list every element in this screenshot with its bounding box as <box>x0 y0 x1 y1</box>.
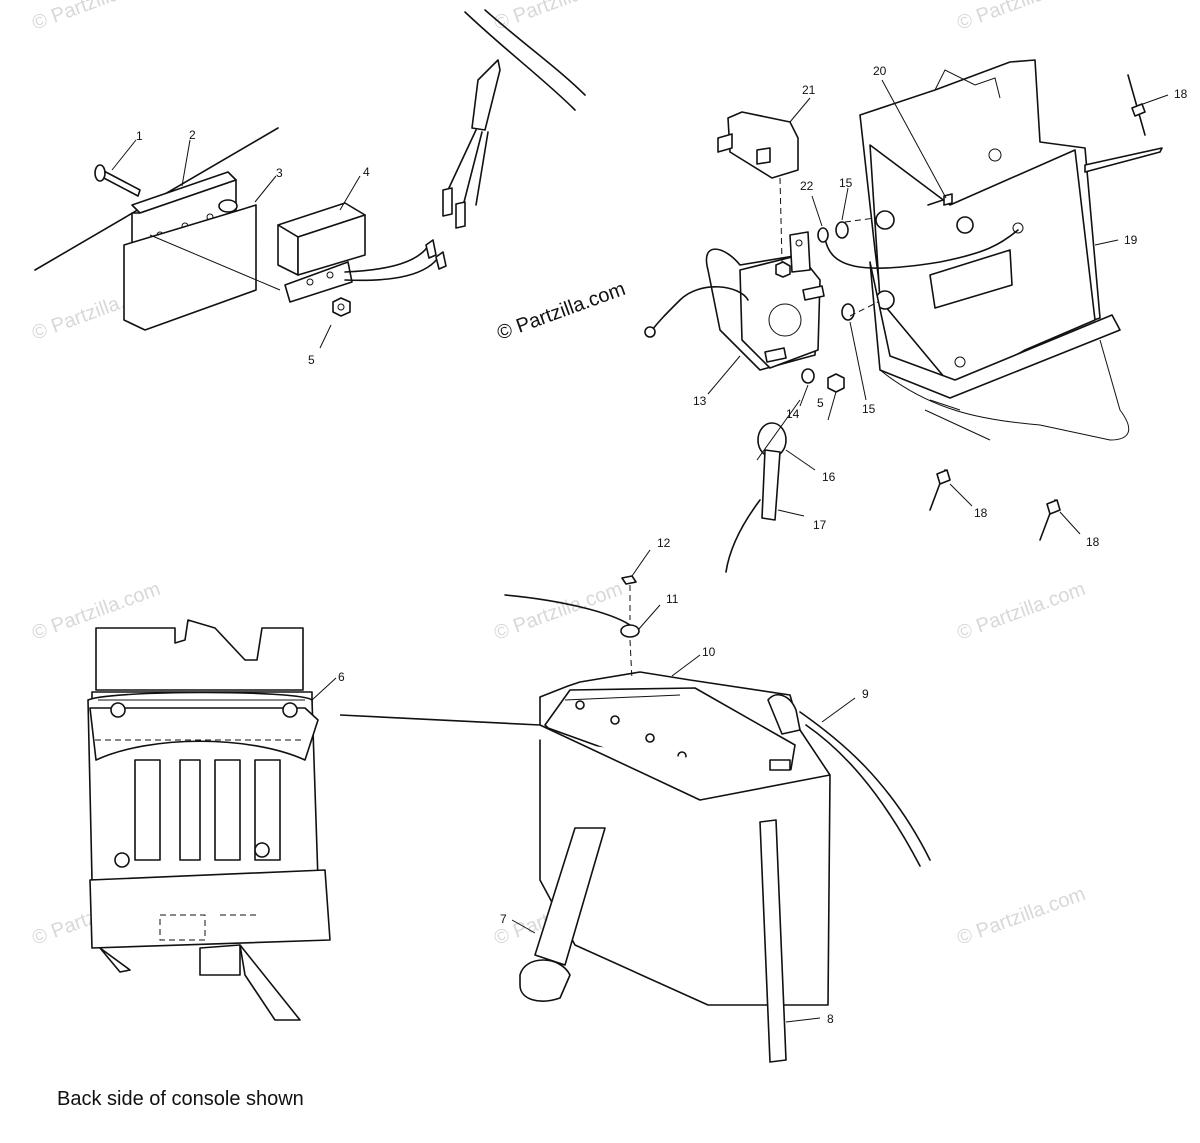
callout-13: 13 <box>693 394 707 408</box>
callout-8: 8 <box>827 1012 834 1026</box>
watermark: © Partzilla.com <box>954 883 1088 950</box>
battery <box>339 549 931 1063</box>
callout-4: 4 <box>363 165 370 179</box>
callout-19: 19 <box>1124 233 1138 247</box>
callout-18a: 18 <box>1174 87 1188 101</box>
callout-20: 20 <box>873 64 887 78</box>
callout-22: 22 <box>800 179 814 193</box>
rectifier-assembly <box>34 9 586 349</box>
callout-18c: 18 <box>1086 535 1100 549</box>
callout-12: 12 <box>657 536 671 550</box>
callout-21: 21 <box>802 83 816 97</box>
callout-5b: 5 <box>817 396 824 410</box>
callout-10: 10 <box>702 645 716 659</box>
diagram-caption: Back side of console shown <box>57 1088 304 1110</box>
callout-17: 17 <box>813 518 827 532</box>
callout-18b: 18 <box>974 506 988 520</box>
battery-box-assembly <box>644 59 1169 573</box>
watermark: © Partzilla.com <box>491 578 625 645</box>
callout-15: 15 <box>839 176 853 190</box>
callout-11: 11 <box>666 592 679 606</box>
callout-7: 7 <box>500 912 507 926</box>
callout-14: 14 <box>786 407 800 421</box>
callout-5: 5 <box>308 353 315 367</box>
watermark: © Partzilla.com <box>954 0 1088 35</box>
battery-holder <box>87 619 337 1021</box>
callouts: 1 2 3 4 5 5 6 7 8 9 10 11 12 13 14 15 15… <box>136 64 1188 1026</box>
callout-6: 6 <box>338 670 345 684</box>
watermark: © Partzilla.com <box>29 0 163 35</box>
callout-9: 9 <box>862 687 869 701</box>
watermark: © Partzilla.com <box>954 578 1088 645</box>
callout-15b: 15 <box>862 402 876 416</box>
callout-1: 1 <box>136 129 143 143</box>
callout-3: 3 <box>276 166 283 180</box>
copyright-notice: © Partzilla.com <box>494 278 628 345</box>
callout-16: 16 <box>822 470 836 484</box>
watermark: © Partzilla.com <box>491 0 625 35</box>
callout-2: 2 <box>189 128 196 142</box>
